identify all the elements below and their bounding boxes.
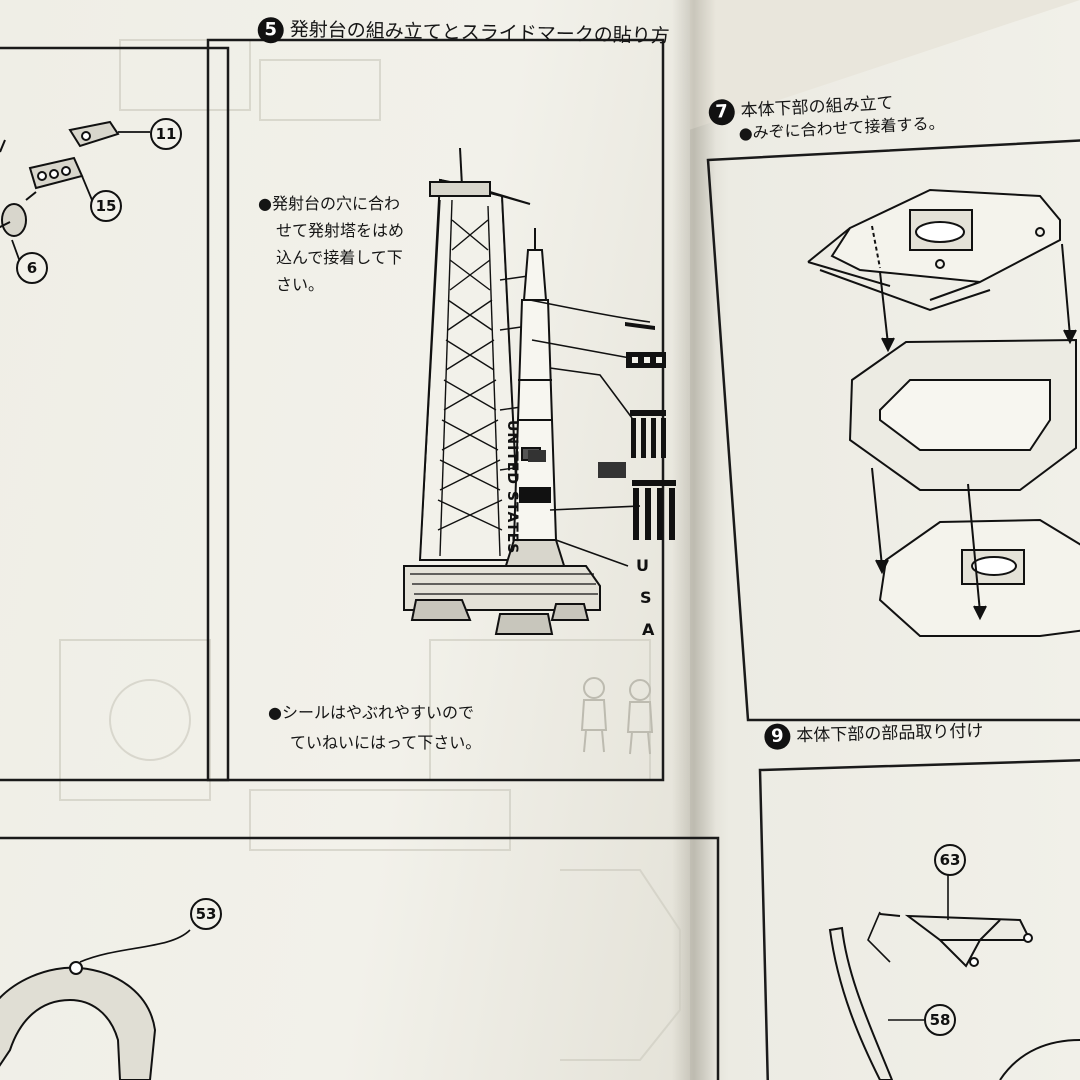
decal-leader-lines xyxy=(529,299,651,567)
launch-platform xyxy=(403,565,601,635)
step7-arrows xyxy=(871,225,1077,621)
part-callout-11: 11 xyxy=(150,118,182,150)
step4-parts xyxy=(0,120,120,237)
decal-window-dots xyxy=(632,357,662,363)
step5-note2-line2: ていねいにはって下さい。 xyxy=(290,733,482,752)
part-callout-53: 53 xyxy=(190,898,222,930)
step7-bottom-plate xyxy=(878,518,1080,637)
astronaut-figures xyxy=(580,677,654,755)
part-callout-6: 6 xyxy=(16,252,48,284)
part-callout-63: 63 xyxy=(934,844,966,876)
saturn-v-rocket xyxy=(502,228,568,573)
step9-leader-lines xyxy=(867,870,949,1021)
decal-usa-a: A xyxy=(642,620,655,639)
step5-note1: ●発射台の穴に合わ せて発射塔をはめ 込んで接着して下 さい。 xyxy=(258,190,404,298)
step4-frame xyxy=(0,46,230,782)
step4-leader-lines xyxy=(11,131,150,263)
step7-top-plate xyxy=(807,188,1061,301)
step7-octagon-wall xyxy=(848,338,1077,491)
step5-note2-line1: ●シールはやぶれやすいので xyxy=(268,703,474,722)
decal-usa-s: S xyxy=(640,588,652,607)
step9-title: 本体下部の部品取り付け xyxy=(796,721,984,747)
step5-note1-line4: さい。 xyxy=(276,275,325,294)
step6-leader-line xyxy=(79,929,191,963)
step9-number-badge: 9 xyxy=(764,723,791,750)
decal-usa-u: U xyxy=(636,556,649,575)
left-page xyxy=(0,0,690,1080)
step9-frame xyxy=(758,759,1080,1080)
step5-note1-line2: せて発射塔をはめ xyxy=(276,221,405,240)
part-callout-15: 15 xyxy=(90,190,122,222)
step7-frame xyxy=(706,139,1080,722)
step10-partial-part xyxy=(999,1039,1080,1080)
step9-frame-part xyxy=(904,914,1033,968)
step6-frame xyxy=(0,836,720,1080)
step5-note2: ●シールはやぶれやすいので ていねいにはって下さい。 xyxy=(268,698,481,758)
step5-number-badge: 5 xyxy=(257,16,284,43)
part-callout-58: 58 xyxy=(924,1004,956,1036)
step6-ring-part xyxy=(0,961,157,1080)
step5-note1-line1: ●発射台の穴に合わ xyxy=(258,194,400,213)
step7-number-badge: 7 xyxy=(708,98,736,126)
decal-united-states: UNITED STATES xyxy=(504,420,520,555)
step9-leg-part xyxy=(828,913,901,1080)
step7-frame-rails xyxy=(819,269,991,312)
step5-note1-line3: 込んで接着して下 xyxy=(276,248,403,267)
step5-title: 発射台の組み立てとスライドマークの貼り方 xyxy=(289,18,670,48)
